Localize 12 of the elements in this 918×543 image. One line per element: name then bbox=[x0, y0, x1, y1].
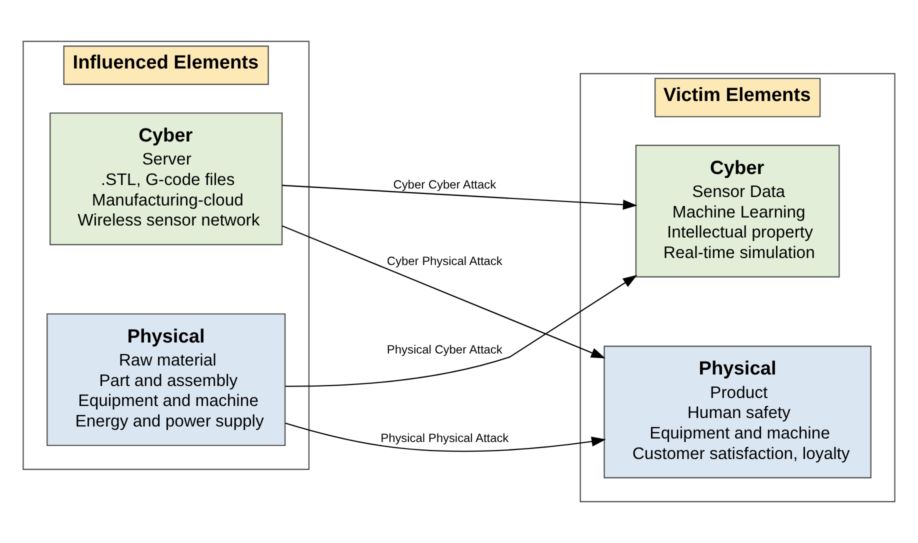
edge-label: Cyber Physical Attack bbox=[386, 254, 502, 268]
node-box: Physical Raw material Part and assembly Equipment and machine Energy and power supply bbox=[46, 313, 286, 446]
edge-label: Cyber Cyber Attack bbox=[393, 177, 496, 192]
arrow bbox=[285, 274, 638, 387]
edge-label: Physical Cyber Attack bbox=[386, 342, 502, 356]
arrow bbox=[282, 225, 606, 358]
node-box: Cyber Sensor Data Machine Learning Intellectual property Real-time simulation bbox=[635, 144, 840, 278]
arrow bbox=[285, 422, 606, 452]
node-box: Physical Product Human safety Equipment and machine Customer satisfaction, loyalty bbox=[604, 346, 872, 478]
node-box: Cyber Server .STL, G-code files Manufacturing-cloud Wireless sensor network bbox=[50, 112, 283, 246]
edge-label: Physical Physical Attack bbox=[380, 430, 509, 445]
arrow bbox=[282, 184, 638, 210]
